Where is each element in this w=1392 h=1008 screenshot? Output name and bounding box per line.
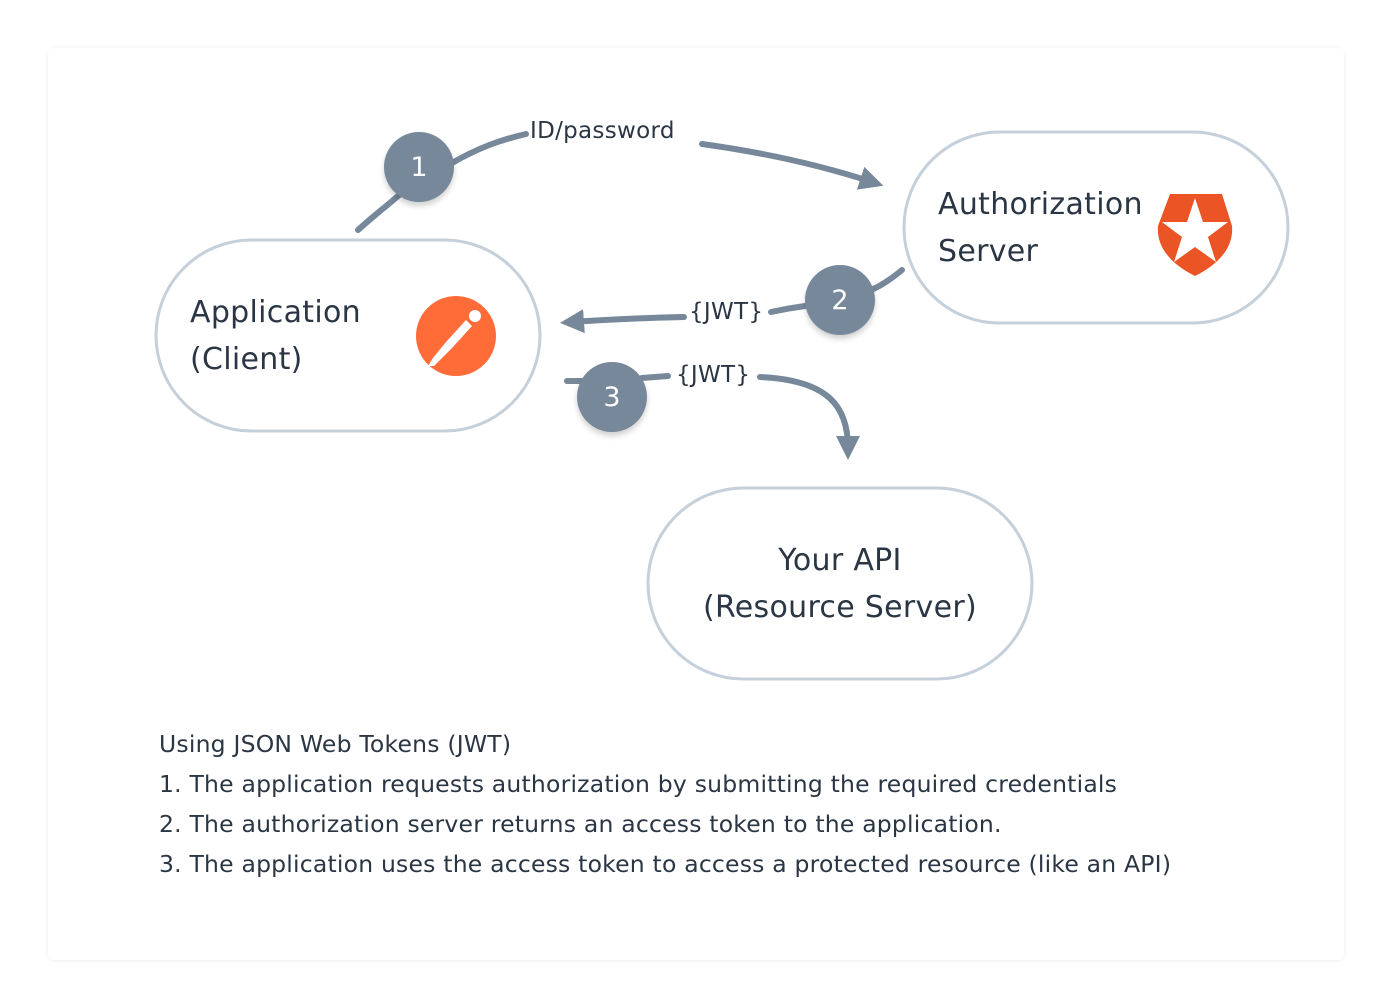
caption-step-2: 2. The authorization server returns an a…	[159, 810, 1002, 838]
caption-heading: Using JSON Web Tokens (JWT)	[159, 730, 512, 758]
api-node-line2: (Resource Server)	[702, 590, 977, 625]
edge-2-arrow	[560, 309, 687, 334]
edge-1-mid	[449, 131, 529, 166]
edge-3-arrow	[757, 374, 860, 460]
step-badge-3: 3	[577, 362, 647, 432]
step-badge-2: 2	[805, 265, 875, 335]
edge-3-mid	[639, 373, 671, 381]
edge-2-label: {JWT}	[689, 299, 764, 325]
api-node	[646, 486, 1034, 681]
client-node-line1: Application	[190, 295, 361, 330]
step-badge-1: 1	[384, 132, 454, 202]
edge-1-arrow	[699, 141, 884, 190]
edge-3-label: {JWT}	[676, 362, 751, 388]
auth0-shield-icon	[1157, 194, 1233, 276]
client-node-line2: (Client)	[190, 342, 303, 377]
edge-1-label: ID/password	[530, 118, 675, 144]
client-node	[154, 238, 542, 433]
auth-server-node-line2: Server	[938, 234, 1039, 269]
auth-server-node	[902, 130, 1290, 325]
auth-server-node-line1: Authorization	[938, 187, 1143, 222]
caption-step-1: 1. The application requests authorizatio…	[159, 770, 1118, 798]
edge-2-mid	[768, 303, 808, 315]
auth-server-node-label: Authorization Server	[938, 181, 1143, 275]
caption: Using JSON Web Tokens (JWT) 1. The appli…	[159, 724, 1171, 884]
api-node-label: Your API (Resource Server)	[648, 537, 1032, 631]
postman-logo-icon	[416, 296, 496, 376]
caption-step-3: 3. The application uses the access token…	[159, 850, 1172, 878]
api-node-line1: Your API	[778, 543, 902, 578]
client-node-label: Application (Client)	[190, 289, 361, 383]
